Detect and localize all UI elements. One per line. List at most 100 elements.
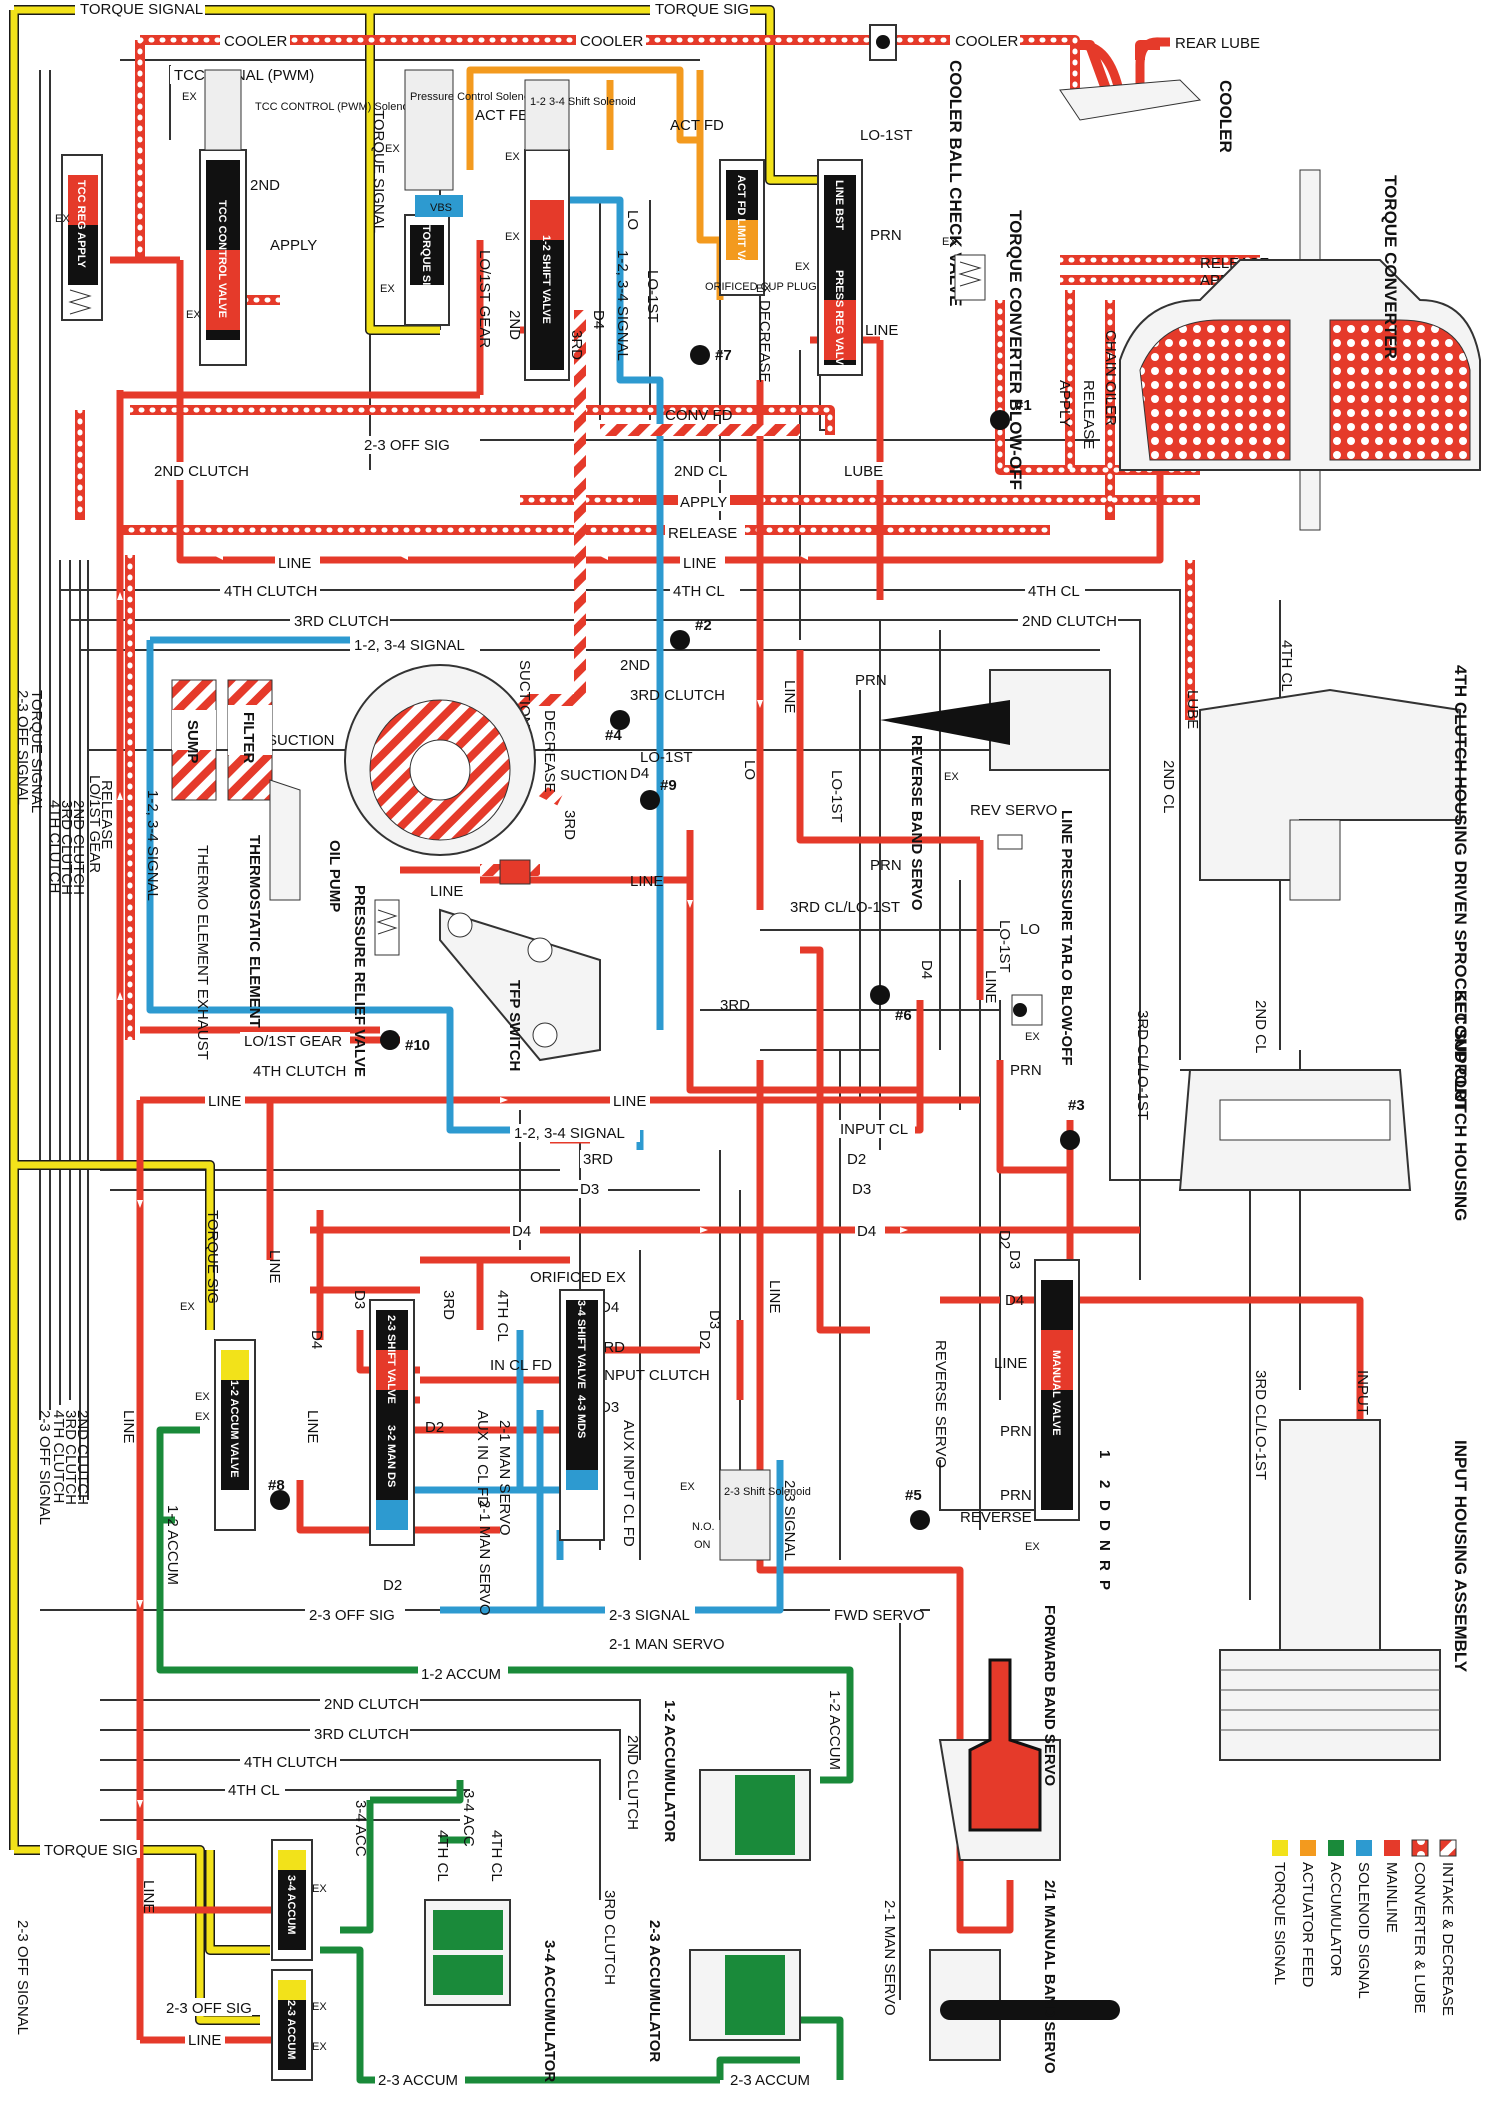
svg-text:#5: #5 — [905, 1487, 922, 1504]
valve-bodies: TCC REG APPLY TCC CONTROL VALVE TCC CONT… — [61, 69, 1080, 2081]
svg-text:APPLY: APPLY — [1056, 380, 1073, 427]
svg-text:FORWARD BAND SERVO: FORWARD BAND SERVO — [1041, 1605, 1058, 1786]
check-ball-9: #9 — [640, 777, 677, 810]
svg-text:LO-1ST: LO-1ST — [644, 270, 661, 323]
svg-text:FILTER: FILTER — [240, 712, 257, 764]
svg-text:D4: D4 — [630, 765, 649, 782]
svg-text:LO: LO — [624, 210, 641, 230]
svg-text:3RD CLUTCH: 3RD CLUTCH — [601, 1890, 618, 1985]
svg-text:2ND CLUTCH: 2ND CLUTCH — [624, 1735, 641, 1830]
accum-12-valve: 1-2 ACCUM VALVE — [214, 1339, 256, 1531]
svg-text:LINE: LINE — [994, 1355, 1027, 1372]
svg-text:3RD CLUTCH: 3RD CLUTCH — [62, 1410, 79, 1505]
svg-text:EX: EX — [186, 309, 201, 321]
tc-blowoff-valve: TORQUE CONVERTER BLOW-OFF — [954, 210, 1025, 490]
svg-text:4TH CLUTCH: 4TH CLUTCH — [244, 1754, 337, 1771]
svg-text:4TH CLUTCH: 4TH CLUTCH — [50, 1410, 67, 1503]
svg-text:3RD CL/LO-1ST: 3RD CL/LO-1ST — [1134, 1010, 1151, 1120]
svg-text:2-3 OFF SIG: 2-3 OFF SIG — [309, 1607, 395, 1624]
svg-text:D4: D4 — [590, 310, 607, 329]
svg-text:3-4 SHIFT VALVE: 3-4 SHIFT VALVE — [575, 1300, 587, 1389]
mainline-flow-arrows — [117, 552, 908, 1808]
svg-text:DECREASE: DECREASE — [756, 300, 773, 383]
svg-text:LO-1ST: LO-1ST — [860, 127, 913, 144]
accum-34-valve: 3-4 ACCUM — [271, 1839, 313, 1961]
check-ball-1: #1 — [990, 397, 1032, 430]
svg-text:4-3 MDS: 4-3 MDS — [575, 1395, 587, 1438]
svg-text:TORQUE SIGNAL: TORQUE SIGNAL — [370, 110, 387, 233]
svg-text:PRN: PRN — [855, 672, 887, 689]
svg-text:LINE: LINE — [766, 1280, 783, 1313]
legend-intake: INTAKE & DECREASE — [1439, 1839, 1457, 2016]
svg-text:D2: D2 — [847, 1151, 866, 1168]
svg-text:COOLER: COOLER — [1216, 80, 1235, 153]
check-ball-3: #3 — [1060, 1097, 1085, 1150]
svg-text:4TH CLUTCH: 4TH CLUTCH — [253, 1063, 346, 1080]
svg-text:#8: #8 — [268, 1477, 285, 1494]
torque-sig-reg-valve: TORQUE SIG REG Pressure Control Solenoid… — [404, 69, 538, 326]
svg-text:2-1 MAN SERVO: 2-1 MAN SERVO — [476, 1500, 493, 1616]
svg-text:LINE: LINE — [982, 970, 999, 1003]
check-ball-4: #4 — [605, 710, 630, 744]
accumulator-12: 1-2 ACCUMULATOR — [661, 1700, 811, 1861]
svg-text:#4: #4 — [605, 727, 622, 744]
tcc-reg-apply-valve: TCC REG APPLY — [61, 154, 103, 321]
components: COOLER BALL CHECK VALVE COOLER TORQUE CO… — [171, 24, 1481, 2082]
shift-12-valve: 1-2 SHIFT VALVE 1-2 3-4 Shift Solenoid — [524, 79, 636, 381]
svg-text:PRN: PRN — [1000, 1487, 1032, 1504]
svg-text:APPLY: APPLY — [270, 237, 317, 254]
line-pressure-tap: LINE PRESSURE TAP — [997, 810, 1075, 964]
svg-text:1-2, 3-4 SIGNAL: 1-2, 3-4 SIGNAL — [514, 1125, 625, 1142]
svg-text:2ND: 2ND — [250, 177, 280, 194]
svg-text:TCC REG APPLY: TCC REG APPLY — [75, 180, 87, 268]
svg-text:3RD: 3RD — [561, 810, 578, 840]
svg-text:1-2, 3-4 SIGNAL: 1-2, 3-4 SIGNAL — [614, 250, 631, 361]
svg-text:D3: D3 — [580, 1181, 599, 1198]
pressure-relief-valve — [374, 859, 531, 956]
svg-text:1-2 ACCUMULATOR: 1-2 ACCUMULATOR — [661, 1700, 678, 1842]
svg-text:LUBE: LUBE — [844, 463, 883, 480]
act-feed-limit-valve: ACT FD LIMIT VALVE ORIFICED CUP PLUG (#1… — [705, 159, 845, 296]
svg-text:2ND CLUTCH: 2ND CLUTCH — [154, 463, 249, 480]
svg-text:2ND: 2ND — [506, 310, 523, 340]
label-torque-sig: TORQUE SIG — [655, 1, 749, 18]
svg-text:INPUT HOUSING ASSEMBLY: INPUT HOUSING ASSEMBLY — [1451, 1440, 1470, 1673]
svg-text:AUX IN CL FD: AUX IN CL FD — [474, 1410, 491, 1507]
svg-text:2-3 SIGNAL: 2-3 SIGNAL — [781, 1480, 798, 1561]
svg-text:D2: D2 — [425, 1419, 444, 1436]
svg-text:2-1 MAN SERVO: 2-1 MAN SERVO — [881, 1900, 898, 2016]
svg-text:4TH CL: 4TH CL — [228, 1782, 280, 1799]
svg-text:N.O.: N.O. — [692, 1521, 715, 1533]
svg-text:LINE PRESSURE TAP: LINE PRESSURE TAP — [1058, 810, 1075, 964]
svg-text:D3: D3 — [351, 1290, 368, 1309]
svg-text:2ND CL: 2ND CL — [1252, 1000, 1269, 1053]
svg-text:CONV FD: CONV FD — [665, 407, 733, 424]
svg-text:TORQUE SIG: TORQUE SIG — [44, 1842, 138, 1859]
svg-text:4TH CLUTCH: 4TH CLUTCH — [46, 800, 63, 893]
svg-text:MAINLINE: MAINLINE — [1383, 1862, 1400, 1933]
svg-text:2ND CL: 2ND CL — [674, 463, 727, 480]
forward-band-servo: FORWARD BAND SERVO — [938, 1605, 1061, 1861]
svg-text:SUCTION: SUCTION — [267, 732, 335, 749]
svg-text:#1: #1 — [1015, 397, 1032, 414]
svg-text:#7: #7 — [715, 347, 732, 364]
svg-text:LO: LO — [1020, 921, 1040, 938]
svg-text:3RD CLUTCH: 3RD CLUTCH — [630, 687, 725, 704]
svg-text:SUCTION: SUCTION — [560, 767, 628, 784]
svg-text:SOLENOID SIGNAL: SOLENOID SIGNAL — [1355, 1862, 1372, 1999]
svg-text:#2: #2 — [695, 617, 712, 634]
svg-text:EX: EX — [944, 771, 959, 783]
svg-text:MANUAL VALVE: MANUAL VALVE — [1050, 1350, 1062, 1436]
sump-filter: SUMP FILTER THERMOSTATIC ELEMENT THERMO … — [171, 679, 301, 1060]
svg-text:AUX INPUT CL FD: AUX INPUT CL FD — [620, 1420, 637, 1547]
svg-text:LINE: LINE — [865, 322, 898, 339]
svg-text:ORIFICED EX: ORIFICED EX — [530, 1269, 626, 1286]
svg-text:2-3 SHIFT VALVE: 2-3 SHIFT VALVE — [385, 1315, 397, 1404]
svg-text:LINE: LINE — [683, 555, 716, 572]
svg-text:2-3 ACCUM: 2-3 ACCUM — [730, 2072, 810, 2089]
cooler: COOLER — [1059, 79, 1235, 153]
svg-text:2-3 Shift Solenoid: 2-3 Shift Solenoid — [724, 1486, 811, 1498]
svg-text:TORQUE CONVERTER: TORQUE CONVERTER — [1381, 175, 1400, 359]
svg-text:2ND CLUTCH: 2ND CLUTCH — [70, 800, 87, 895]
svg-text:4TH CLUTCH: 4TH CLUTCH — [224, 583, 317, 600]
